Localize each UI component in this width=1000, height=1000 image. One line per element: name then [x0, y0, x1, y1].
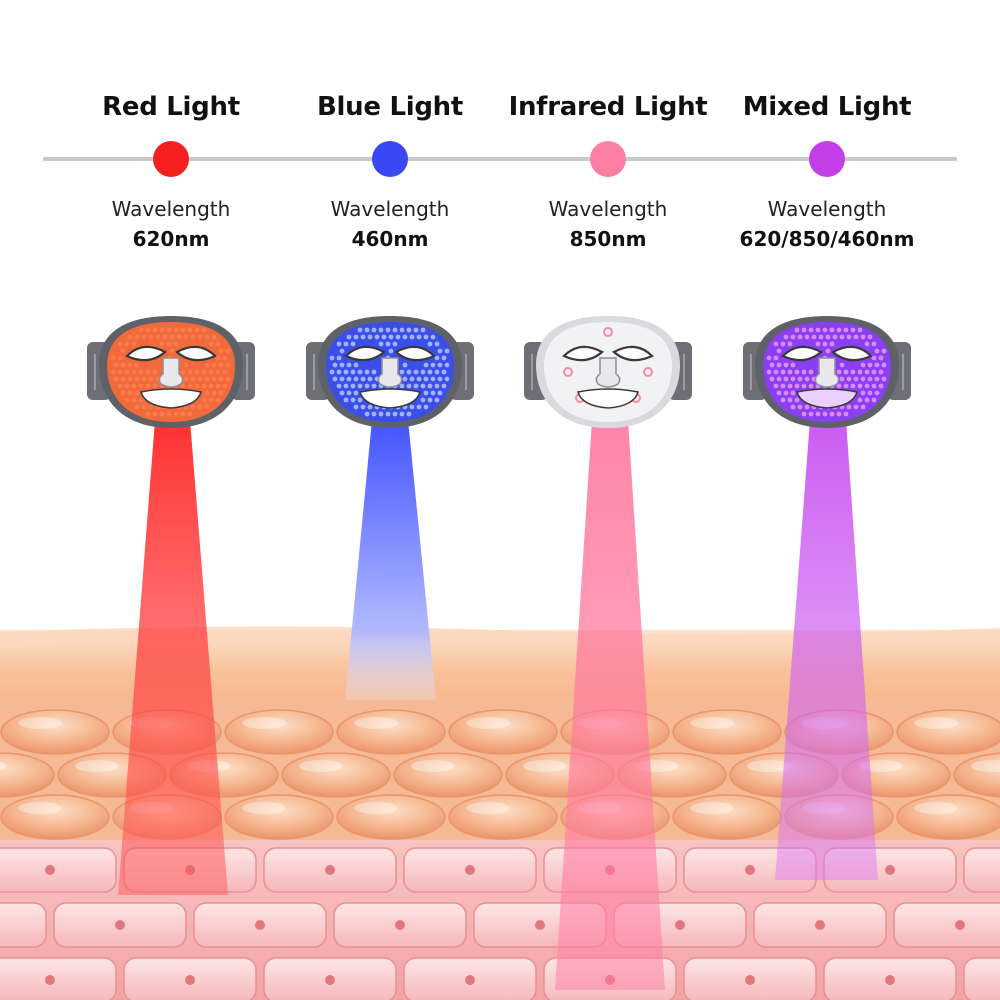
- skin-cell: [0, 752, 55, 798]
- beam-blue: [345, 420, 436, 700]
- timeline-line: [43, 157, 957, 161]
- skin-cell: [393, 752, 503, 798]
- skin-cell: [336, 709, 446, 755]
- beam-red: [118, 420, 228, 895]
- skin-cell: [336, 794, 446, 840]
- skin-cell: [896, 709, 1000, 755]
- wavelength-label-mixed: Wavelength: [767, 197, 887, 221]
- wavelength-value-infrared: 850nm: [569, 227, 647, 251]
- skin-cell: [224, 709, 334, 755]
- skin-cell: [672, 794, 782, 840]
- masks: [87, 316, 911, 428]
- mask-blue: [306, 316, 474, 428]
- dermis-cell: [893, 902, 1000, 948]
- dot-red: [153, 141, 189, 177]
- dot-infrared: [590, 141, 626, 177]
- dermis-cell: [0, 902, 47, 948]
- mask-mixed: [743, 316, 911, 428]
- wavelength-value-blue: 460nm: [351, 227, 429, 251]
- title-red-light: Red Light: [102, 92, 240, 122]
- skin-cell: [448, 794, 558, 840]
- dermis-cell: [963, 957, 1000, 1000]
- wavelength-value-red: 620nm: [132, 227, 210, 251]
- dermis-cell: [963, 847, 1000, 893]
- beam-infrared: [555, 420, 665, 990]
- skin-cell: [896, 794, 1000, 840]
- skin-cell: [0, 709, 110, 755]
- dermis-cell: [0, 957, 117, 1000]
- skin-cell: [0, 794, 110, 840]
- skin-cell: [672, 709, 782, 755]
- skin-cell: [953, 752, 1000, 798]
- mask-infrared: [524, 316, 692, 428]
- skin-cell: [281, 752, 391, 798]
- mask-red: [87, 316, 255, 428]
- wavelength-value-mixed: 620/850/460nm: [739, 227, 915, 251]
- wavelength-label-blue: Wavelength: [330, 197, 450, 221]
- title-mixed-light: Mixed Light: [742, 92, 912, 122]
- skin-cell: [224, 794, 334, 840]
- title-infrared-light: Infrared Light: [508, 92, 708, 122]
- dermis-cell: [0, 847, 117, 893]
- beam-mixed: [775, 420, 878, 880]
- dot-mixed: [809, 141, 845, 177]
- light-beams: [118, 420, 878, 990]
- title-blue-light: Blue Light: [317, 92, 463, 122]
- wavelength-label-infrared: Wavelength: [548, 197, 668, 221]
- skin-cell: [448, 709, 558, 755]
- dot-blue: [372, 141, 408, 177]
- wavelength-label-red: Wavelength: [111, 197, 231, 221]
